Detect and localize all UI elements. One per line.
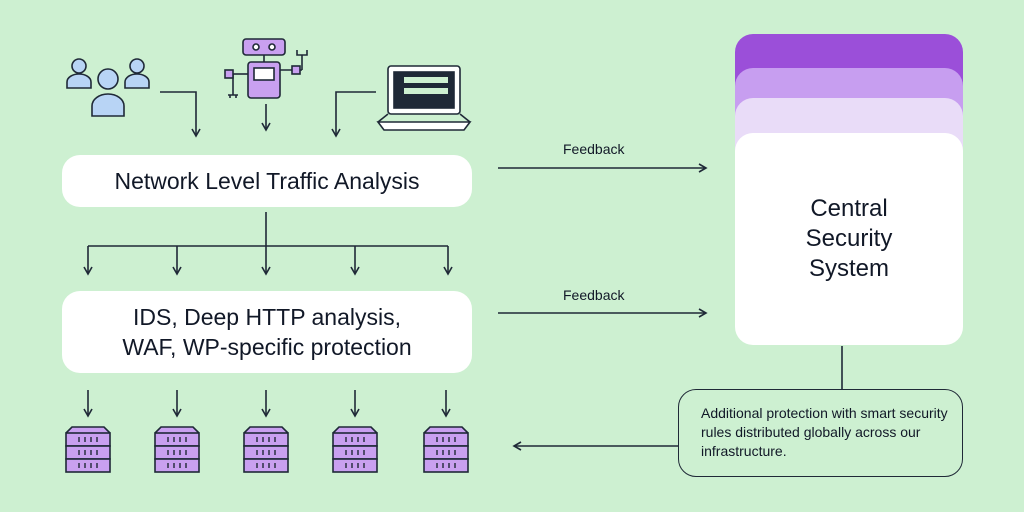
distribution-return-arrows xyxy=(512,346,843,451)
ids-waf-node: IDS, Deep HTTP analysis, WAF, WP-specifi… xyxy=(62,291,472,373)
source-arrows xyxy=(160,91,376,138)
additional-protection-note: Additional protection with smart securit… xyxy=(678,389,963,477)
feedback-label-bottom: Feedback xyxy=(563,287,625,303)
additional-protection-text: Additional protection with smart securit… xyxy=(701,405,948,459)
central-security-system-node: Central Security System xyxy=(735,133,963,345)
server-arrows xyxy=(83,390,451,418)
server-icon xyxy=(243,426,289,473)
server-icon xyxy=(154,426,200,473)
laptop-icon xyxy=(376,65,472,131)
feedback-arrows xyxy=(498,163,708,318)
network-traffic-analysis-node: Network Level Traffic Analysis xyxy=(62,155,472,207)
server-icon xyxy=(332,426,378,473)
central-label-line1: Central xyxy=(810,195,888,222)
central-label-line3: System xyxy=(808,255,889,282)
ids-label-line1: IDS, Deep HTTP analysis, xyxy=(132,304,401,330)
distribution-arrows xyxy=(83,212,453,276)
server-icon xyxy=(423,426,469,473)
network-traffic-analysis-label: Network Level Traffic Analysis xyxy=(114,167,420,194)
users-icon xyxy=(66,58,150,117)
ids-label-line2: WAF, WP-specific protection xyxy=(122,334,412,360)
servers-group xyxy=(65,426,469,473)
central-label-line2: Security xyxy=(805,225,893,252)
bot-icon xyxy=(224,38,308,99)
feedback-label-top: Feedback xyxy=(563,141,625,157)
server-icon xyxy=(65,426,111,473)
